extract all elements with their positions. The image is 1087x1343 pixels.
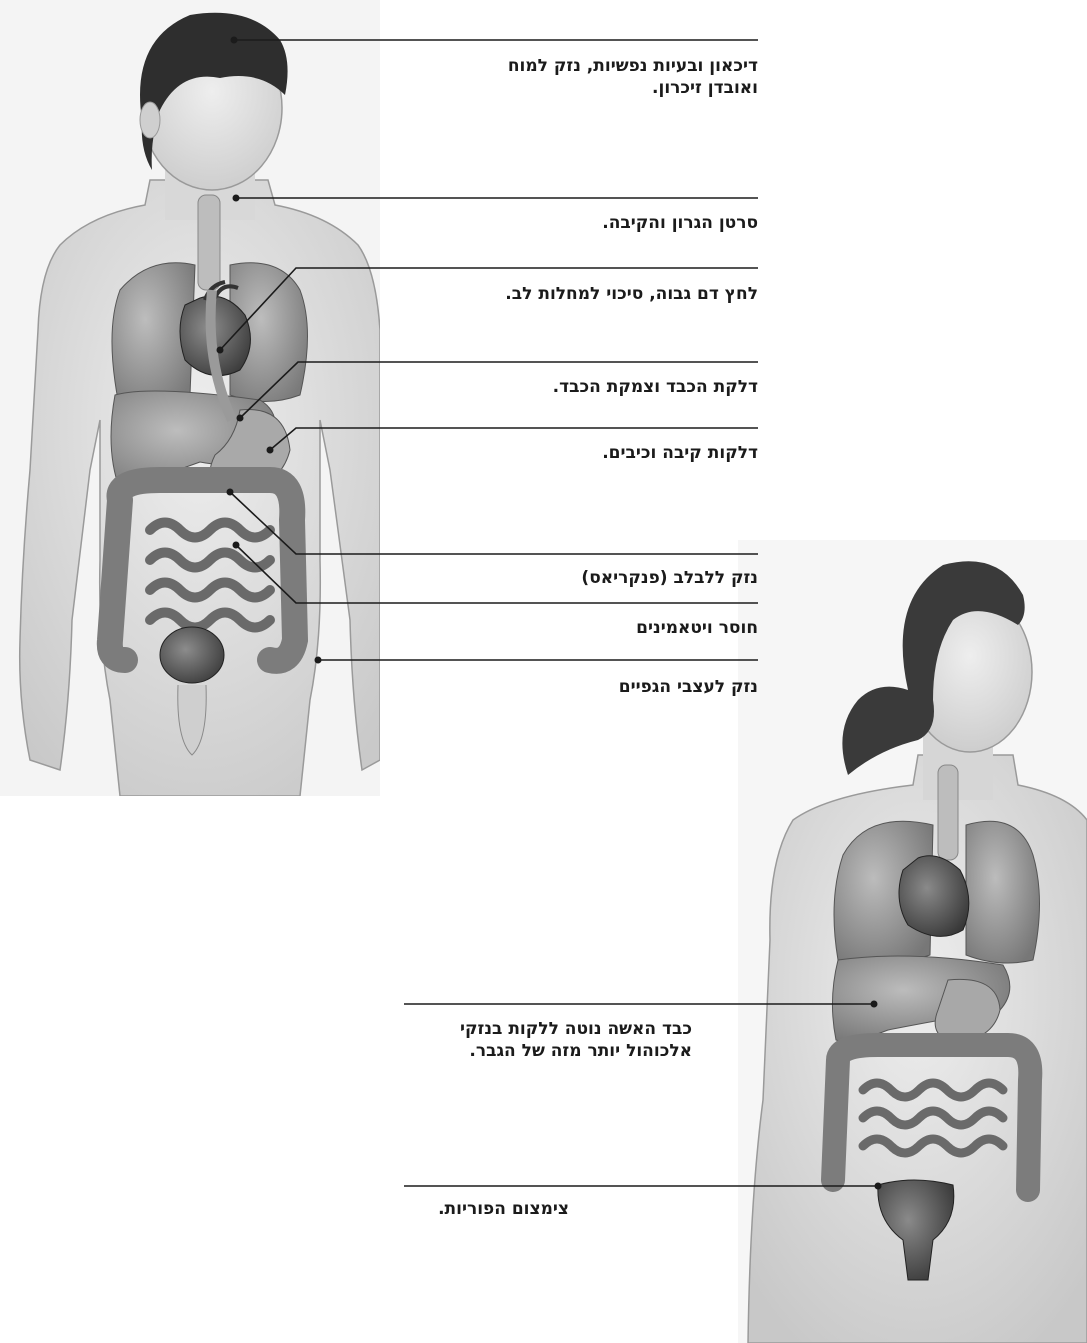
label-pancreas-damage: נזק ללבלב (פנקריאס) — [581, 567, 758, 589]
label-throat-cancer: סרטן הגרון והקיבה. — [602, 212, 758, 234]
leader-line-heart — [220, 268, 758, 350]
label-nerve-damage: נזק לעצבי הגפיים — [619, 676, 758, 698]
leader-line-pancreas — [230, 492, 758, 554]
leader-dot-vitamins — [233, 542, 240, 549]
leader-dot-pancreas — [227, 489, 234, 496]
leader-dot-female-liver — [871, 1001, 878, 1008]
leader-dot-liver — [237, 415, 244, 422]
leader-dot-nerves — [315, 657, 322, 664]
label-stomach-ulcers: דלקות קיבה וכיבים. — [602, 442, 758, 464]
leader-dot-stomach — [267, 447, 274, 454]
leader-dot-brain — [231, 37, 238, 44]
leader-dot-throat — [233, 195, 240, 202]
label-fertility: צימצום הפוריות. — [438, 1198, 569, 1220]
label-vitamin-deficiency: חוסר ויטאמינים — [636, 617, 758, 639]
label-high-blood-pressure: לחץ דם גבוה, סיכוי למחלות לב. — [505, 283, 758, 305]
label-brain-damage: דיכאון ובעיות נפשיות, נזק למוח ואובדן זי… — [508, 55, 758, 99]
leader-dot-heart — [217, 347, 224, 354]
leader-dot-fertility — [875, 1183, 882, 1190]
label-female-liver: כבד האשה נוטה ללקות בנזקי אלכוהול יותר מ… — [460, 1018, 692, 1062]
label-liver-cirrhosis: דלקת הכבד וצמקת הכבד. — [553, 376, 758, 398]
